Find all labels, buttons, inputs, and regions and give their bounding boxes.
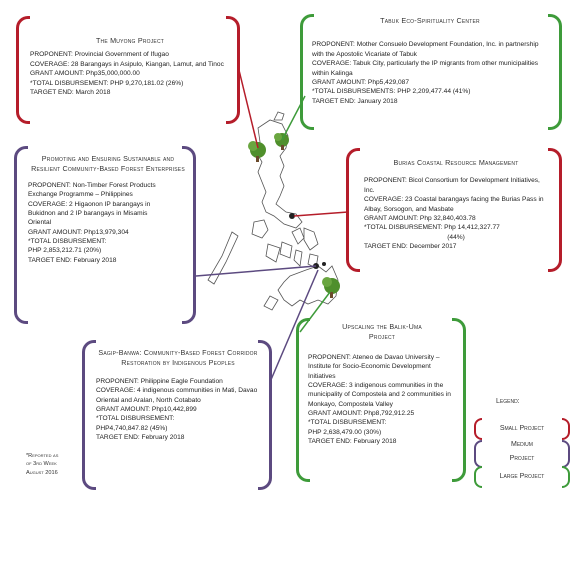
tree-marker-muyong [248,141,266,162]
upscaling-title: Upscaling the Balik-Uma Project [342,322,422,342]
upscaling-target: TARGET END: February 2018 [308,438,397,446]
muyong-right-bracket [226,16,240,124]
promoting-grant: GRANT AMOUNT: Php13,979,304 [28,228,129,236]
legend-small-left-bracket [474,418,482,440]
muyong-panel: The Muyong Project PROPONENT: Provincial… [30,36,230,97]
sagip-right-bracket [258,340,272,490]
promoting-body: PROPONENT: Non-Timber Forest Products Ex… [28,181,158,265]
upscaling-right-bracket [452,318,466,482]
tabuk-left-bracket [300,14,314,130]
promoting-target: TARGET END: February 2018 [28,256,117,264]
tree-marker-tabuk [274,133,289,150]
footnote-line-2: of 3rd Week [26,461,57,468]
tabuk-disbursement: *TOTAL DISBURSEMENTS: PHP 2,209,477.44 (… [312,88,471,96]
site-marker-burias [289,213,295,219]
footnote-line-1: *Reported as [26,453,59,459]
muyong-grant: GRANT AMOUNT: Php35,000,000.00 [30,70,140,78]
burias-coverage: COVERAGE: 23 Coastal barangays facing th… [364,196,544,213]
legend-large-project: Large Project [499,473,545,480]
muyong-disbursement: *TOTAL DISBURSEMENT: PHP 9,270,181.02 (2… [30,79,184,87]
muyong-proponent: PROPONENT: Provincial Government of Ifug… [30,51,169,59]
footnote-line-3: August 2016 [26,469,58,476]
upscaling-grant: GRANT AMOUNT: Php8,792,912.25 [308,410,415,418]
upscaling-coverage: COVERAGE: 3 indigenous communities in th… [308,381,451,408]
tabuk-proponent: PROPONENT: Mother Consuelo Development F… [312,41,539,58]
tabuk-target: TARGET END: January 2018 [312,97,398,105]
sagip-title: Sagip-Banwa: Community-Based Forest Corr… [98,348,258,368]
legend-medium-line-1: Medium [511,441,533,448]
upscaling-panel: Upscaling the Balik-Uma Project PROPONEN… [308,322,456,446]
tabuk-grant: GRANT AMOUNT: Php5,429,087 [312,78,409,86]
legend-medium-line-2: Project [509,455,535,463]
philippines-map [207,111,339,311]
promoting-title: Promoting and Ensuring Sustainable and R… [31,154,185,174]
upscaling-proponent: PROPONENT: Ateneo de Davao University – … [308,353,440,380]
burias-right-bracket [548,148,562,272]
sagip-coverage: COVERAGE: 4 indigenous communities in Ma… [96,387,258,404]
sagip-disbursement-value: PHP4,740,847.82 (45%) [96,424,168,432]
tabuk-title: Tabuk Eco-Spirituality Center [380,16,480,25]
sagip-panel: Sagip-Banwa: Community-Based Forest Corr… [96,348,260,442]
sagip-proponent: PROPONENT: Philippine Eagle Foundation [96,377,223,385]
muyong-body: PROPONENT: Provincial Government of Ifug… [30,50,230,97]
burias-grant: GRANT AMOUNT: Php 32,840,403.78 [364,214,476,222]
muyong-coverage: COVERAGE: 28 Barangays in Asipulo, Kiang… [30,60,224,68]
burias-proponent: PROPONENT: Bicol Consortium for Developm… [364,177,540,194]
promoting-disbursement-label: *TOTAL DISBURSEMENT: [28,238,107,246]
legend-medium-project: Medium Project [480,440,564,464]
footnote: *Reported as of 3rd Week August 2016 [26,452,58,477]
promoting-coverage: COVERAGE: 2 Higaonon IP barangays in Buk… [28,200,151,227]
tabuk-panel: Tabuk Eco-Spirituality Center PROPONENT:… [312,16,548,106]
burias-left-bracket [346,148,360,272]
promoting-right-bracket [182,146,196,324]
tabuk-right-bracket [548,14,562,130]
promoting-panel: Promoting and Ensuring Sustainable and R… [28,154,188,265]
tabuk-coverage: COVERAGE: Tabuk City, particularly the I… [312,60,539,77]
burias-panel: Burias Coastal Resource Management PROPO… [364,158,548,251]
promoting-proponent: PROPONENT: Non-Timber Forest Products Ex… [28,181,156,199]
upscaling-disbursement-value: PHP 2,638,479.00 (30%) [308,428,382,436]
promoting-disbursement-value: PHP 2,853,212.71 (20%) [28,247,102,255]
upscaling-left-bracket [296,318,310,482]
muyong-target: TARGET END: March 2018 [30,88,111,96]
sagip-grant: GRANT AMOUNT: Php10,442,899 [96,405,197,413]
burias-body: PROPONENT: Bicol Consortium for Developm… [364,176,548,251]
sagip-disbursement-label: *TOTAL DISBURSEMENT: [96,415,175,423]
tree-marker-mindanao [322,277,340,298]
legend-small-project: Small Project [499,425,545,432]
promoting-left-bracket [14,146,28,324]
burias-disbursement: *TOTAL DISBURSEMENT: Php 14,412,327.77 [364,224,500,232]
burias-disbursement-percent: (44%) [447,233,465,241]
upscaling-disbursement-label: *TOTAL DISBURSEMENT: [308,419,387,427]
burias-title: Burias Coastal Resource Management [393,158,519,167]
muyong-title: The Muyong Project [95,36,165,45]
burias-target: TARGET END: December 2017 [364,242,457,250]
sagip-target: TARGET END: February 2018 [96,434,185,442]
muyong-left-bracket [16,16,30,124]
tabuk-body: PROPONENT: Mother Consuelo Development F… [312,40,548,106]
legend-title: Legend: [496,398,520,405]
upscaling-body: PROPONENT: Ateneo de Davao University – … [308,353,456,447]
sagip-left-bracket [82,340,96,490]
legend-large-left-bracket [474,466,482,488]
sagip-body: PROPONENT: Philippine Eagle Foundation C… [96,377,260,443]
